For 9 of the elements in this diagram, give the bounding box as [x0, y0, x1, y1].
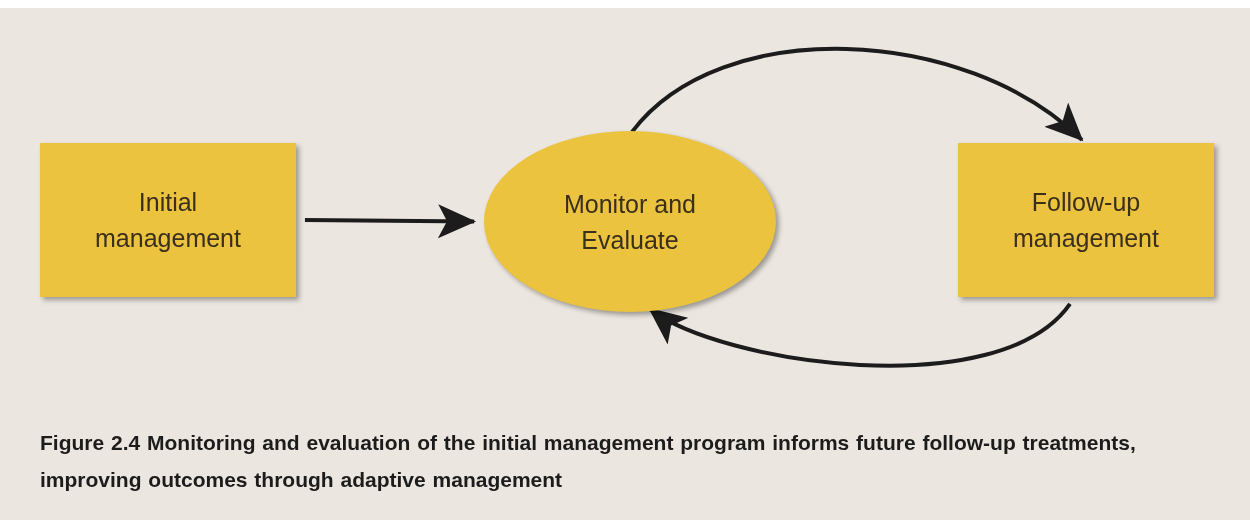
node-label: Follow-up management — [1012, 187, 1160, 254]
arrow — [304, 204, 477, 239]
node-label: Monitor and Evaluate — [563, 188, 697, 256]
arrow — [648, 302, 1072, 368]
node-label: Initial management — [94, 187, 242, 254]
figure-caption: Figure 2.4 Monitoring and evaluation of the initial management program informs future follow-up treatments, improving outcomes through adaptive management — [40, 430, 1137, 493]
process-box — [40, 143, 296, 297]
arrow — [630, 47, 1084, 142]
process-box — [958, 143, 1214, 297]
